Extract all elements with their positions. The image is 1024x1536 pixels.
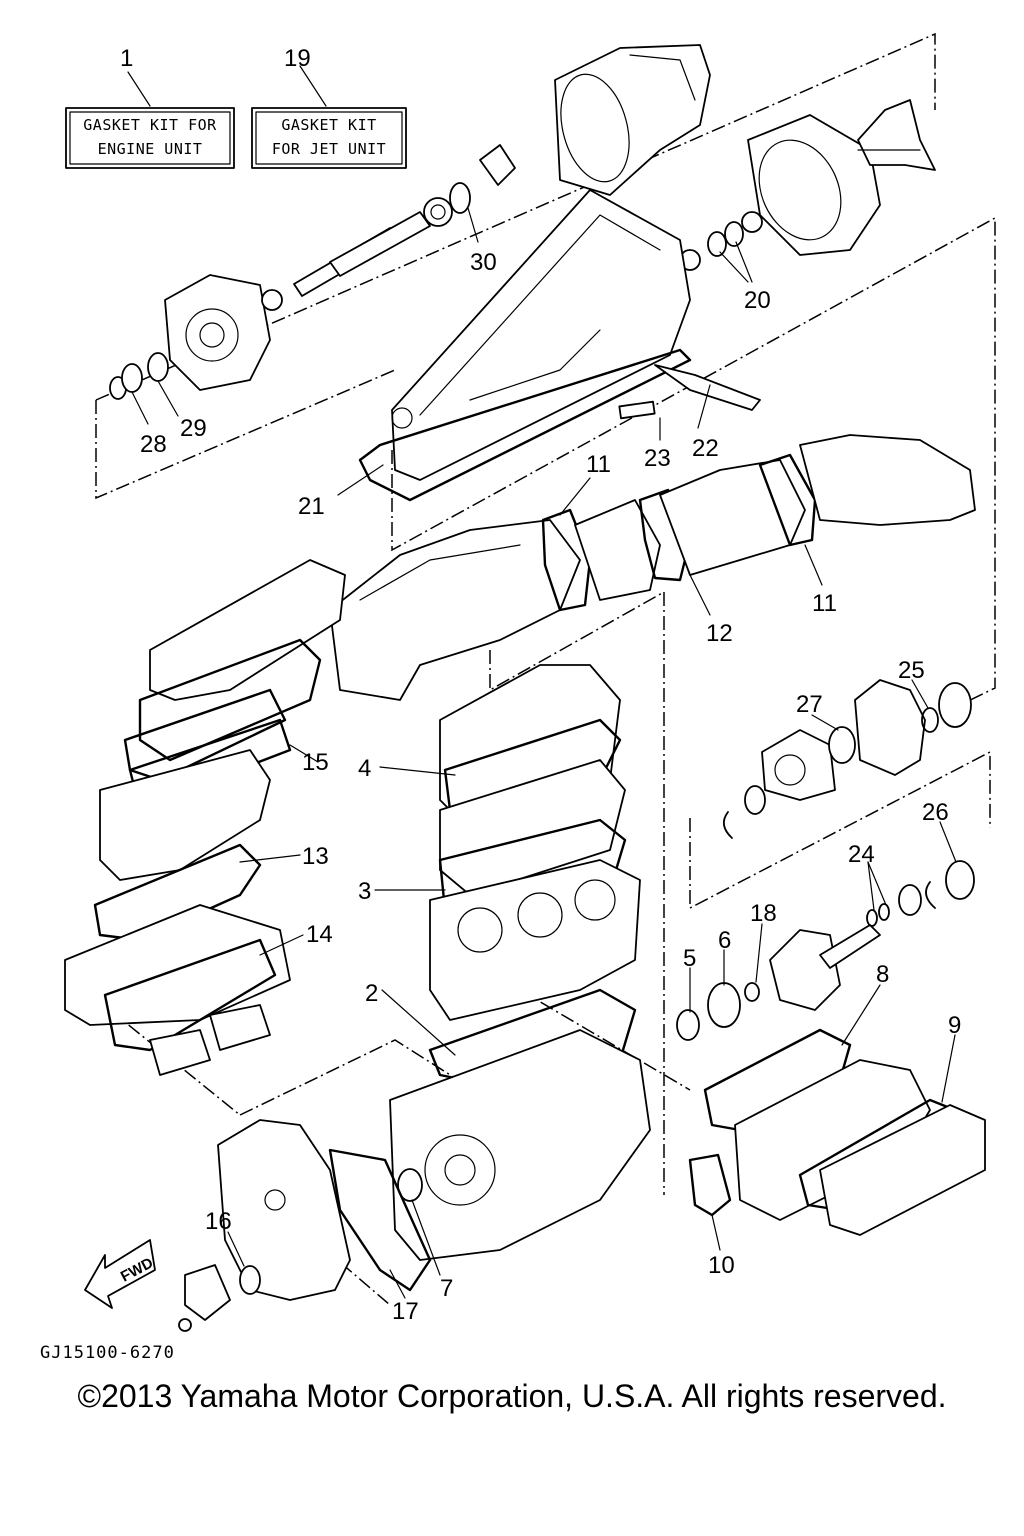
- carburetor-assembly: [64, 904, 291, 1026]
- callout-26: 26: [922, 799, 949, 826]
- seal-5: [676, 1009, 700, 1041]
- jet-gasket-kit-label: GASKET KIT FOR JET UNIT: [251, 107, 407, 169]
- jet-kit-line1: GASKET KIT: [281, 116, 376, 134]
- callout-17: 17: [392, 1298, 419, 1325]
- callout-10: 10: [708, 1252, 735, 1279]
- cover-gasket-17: [328, 1148, 432, 1292]
- oil-seal-7: [397, 1168, 423, 1202]
- exhaust-gasket-12: [638, 488, 692, 582]
- callout-28: 28: [140, 431, 167, 458]
- drive-shaft: [293, 144, 516, 297]
- oil-seal-29: [147, 352, 169, 382]
- bearing-housing-rear: [854, 679, 926, 776]
- callout-21: 21: [298, 493, 325, 520]
- engine-kit-line1: GASKET KIT FOR: [83, 116, 217, 134]
- bearing-housing-front: [164, 274, 283, 391]
- plate-23: [618, 400, 656, 420]
- coupling-6: [707, 982, 741, 1028]
- bearing-housing-intermediate: [761, 729, 836, 801]
- leader-lines: [131, 207, 957, 1299]
- flywheel-cover: [217, 1119, 351, 1301]
- crankcase: [389, 1029, 651, 1261]
- bearing-24: [898, 884, 922, 916]
- callout-29: 29: [180, 415, 207, 442]
- jet-unit-boundary: [95, 369, 396, 500]
- circlip-left: [722, 811, 733, 839]
- callout-2: 2: [365, 980, 378, 1007]
- o-ring-18: [744, 982, 760, 1002]
- callout-23: 23: [644, 445, 671, 472]
- intermediate-shaft: [769, 924, 881, 1011]
- callout-16: 16: [205, 1208, 232, 1235]
- exhaust-pipe: [659, 459, 806, 576]
- callout-27: 27: [796, 691, 823, 718]
- callout-3: 3: [358, 878, 371, 905]
- exhaust-gasket-11a: [541, 508, 592, 612]
- callout-7: 7: [440, 1275, 453, 1302]
- diagram-code: GJ15100-6270: [40, 1343, 175, 1363]
- exhaust-gasket-11b: [758, 453, 817, 547]
- gasket-13: [93, 843, 262, 942]
- gasket-10: [688, 1153, 732, 1217]
- cylinder-block: [429, 859, 641, 1021]
- impeller-housing: [747, 114, 881, 256]
- o-ring-30: [449, 182, 471, 214]
- water-box: [799, 434, 976, 526]
- exhaust-manifold: [149, 559, 346, 701]
- intake-gasket-21: [358, 348, 692, 502]
- o-ring-25: [921, 707, 939, 733]
- bearing-26: [945, 860, 975, 900]
- callout-22: 22: [692, 435, 719, 462]
- water-pump: [178, 1264, 231, 1332]
- oil-seal-16: [239, 1265, 261, 1295]
- callout-14: 14: [306, 921, 333, 948]
- intake-manifold: [99, 749, 271, 881]
- seal-set-20: [679, 211, 763, 271]
- callout-20: 20: [744, 287, 771, 314]
- callout-11-top: 11: [586, 451, 611, 478]
- intake-duct: [391, 189, 691, 481]
- jet-kit-line2: FOR JET UNIT: [272, 140, 386, 158]
- callout-1: 1: [120, 45, 133, 72]
- callout-5: 5: [683, 945, 696, 972]
- callout-18: 18: [750, 900, 777, 927]
- callout-12: 12: [706, 620, 733, 647]
- callout-6: 6: [718, 927, 731, 954]
- fwd-arrow: FWD: [84, 1239, 156, 1309]
- callout-15: 15: [302, 749, 329, 776]
- engine-kit-line2: ENGINE UNIT: [98, 140, 203, 158]
- copyright-notice: ©2013 Yamaha Motor Corporation, U.S.A. A…: [77, 1378, 947, 1414]
- exhaust-joint: [574, 499, 661, 601]
- reed-valves: [149, 1004, 271, 1076]
- callout-11-bottom: 11: [812, 590, 837, 617]
- callout-19: 19: [284, 45, 311, 72]
- seal-25b: [938, 682, 972, 728]
- oil-seal-28: [121, 363, 143, 393]
- part-callouts: 1 19 2 3 4 5 6 7 8 9 10 11 11 12 13 14 1…: [120, 45, 961, 1325]
- plate-22: [654, 364, 761, 411]
- callout-4: 4: [358, 755, 371, 782]
- gasket-14: [103, 938, 277, 1052]
- callout-24: 24: [848, 841, 875, 868]
- engine-gasket-kit-label: GASKET KIT FOR ENGINE UNIT: [65, 107, 235, 169]
- callout-8: 8: [876, 961, 889, 988]
- parts-diagram: GASKET KIT FOR ENGINE UNIT GASKET KIT FO…: [40, 32, 996, 1363]
- seal-left: [744, 785, 766, 815]
- jet-pump-housing: [554, 44, 711, 196]
- callout-25: 25: [898, 657, 925, 684]
- callout-9: 9: [948, 1012, 961, 1039]
- callout-30: 30: [470, 249, 497, 276]
- impeller: [857, 99, 936, 171]
- bearing-27: [828, 726, 856, 764]
- exhaust-cover: [819, 1104, 986, 1236]
- callout-13: 13: [302, 843, 329, 870]
